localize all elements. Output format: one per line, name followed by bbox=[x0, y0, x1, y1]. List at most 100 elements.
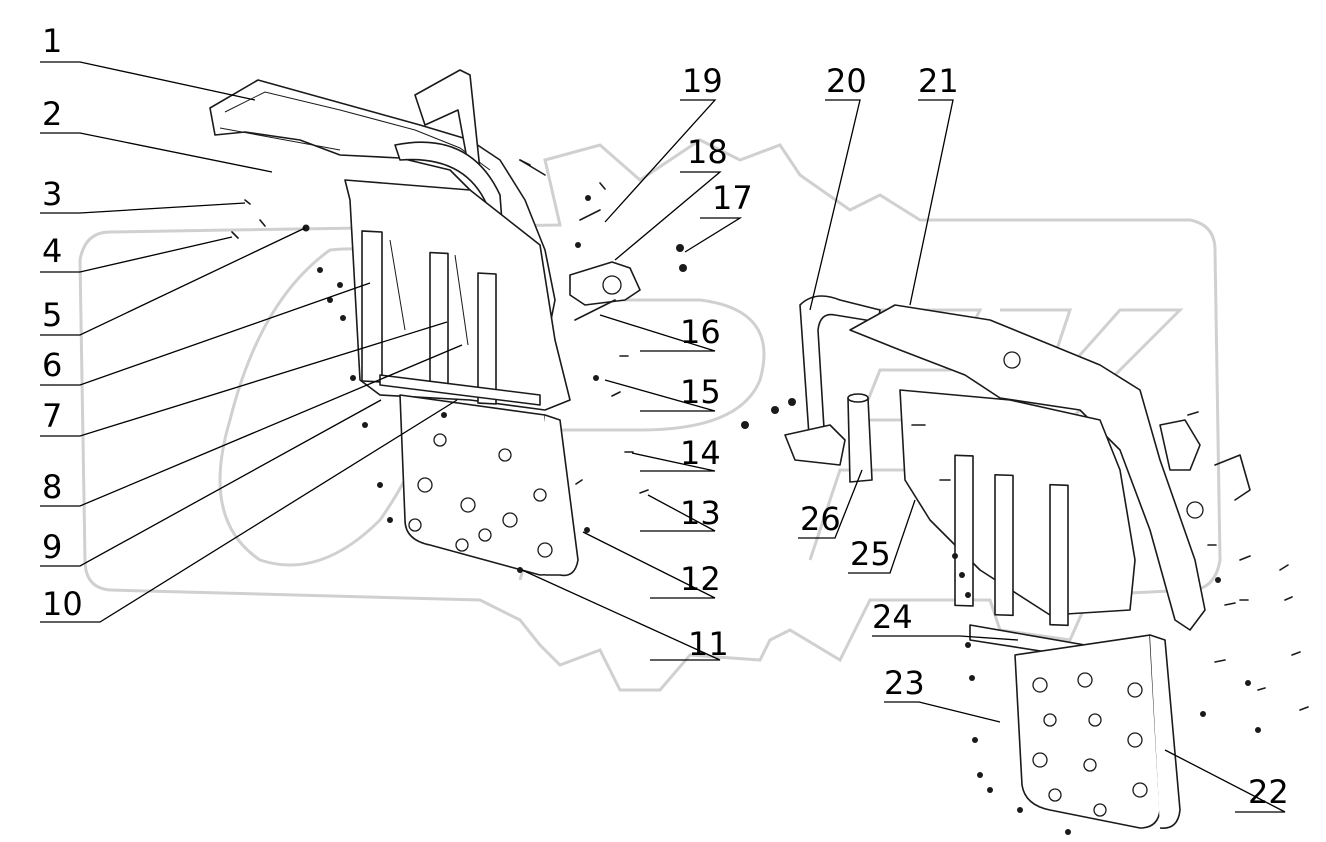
slide-rail-right-3 bbox=[1049, 483, 1069, 627]
callout-label-10: 10 bbox=[42, 585, 83, 623]
leader-line-7 bbox=[40, 321, 448, 437]
callout-4: 4 bbox=[40, 232, 233, 273]
top-rail-part-21 bbox=[849, 304, 1206, 631]
flap-plate-right-front bbox=[1014, 634, 1161, 829]
callout-19: 19 bbox=[604, 62, 723, 223]
callout-label-5: 5 bbox=[42, 296, 62, 334]
fasteners-left bbox=[231, 159, 687, 573]
leader-line-2 bbox=[40, 132, 273, 173]
frame-plate bbox=[344, 179, 571, 411]
callout-label-24: 24 bbox=[872, 598, 913, 636]
leader-line-9 bbox=[40, 399, 382, 567]
flap-holes-right bbox=[1032, 672, 1148, 817]
callout-label-17: 17 bbox=[712, 179, 753, 217]
callout-label-21: 21 bbox=[918, 62, 959, 100]
callout-label-14: 14 bbox=[680, 434, 721, 472]
leader-line-18 bbox=[614, 171, 722, 261]
callout-label-23: 23 bbox=[884, 664, 925, 702]
callout-1: 1 bbox=[40, 22, 256, 101]
callout-label-16: 16 bbox=[680, 313, 721, 351]
callout-label-6: 6 bbox=[42, 346, 62, 384]
callout-label-7: 7 bbox=[42, 397, 62, 435]
callout-label-19: 19 bbox=[682, 62, 723, 100]
callout-15: 15 bbox=[604, 373, 721, 412]
callout-label-11: 11 bbox=[688, 625, 729, 663]
leader-line-14 bbox=[631, 452, 716, 472]
leader-line-26 bbox=[798, 469, 863, 539]
fasteners-right bbox=[741, 398, 1309, 835]
leader-line-22 bbox=[1164, 749, 1286, 813]
callout-label-15: 15 bbox=[680, 373, 721, 411]
leader-line-10 bbox=[40, 399, 458, 623]
callout-12: 12 bbox=[582, 531, 721, 599]
callout-14: 14 bbox=[631, 434, 721, 472]
mount-post bbox=[847, 397, 873, 483]
callout-label-2: 2 bbox=[42, 95, 62, 133]
callout-label-18: 18 bbox=[687, 133, 728, 171]
slide-rail-right-2 bbox=[994, 473, 1014, 617]
callout-label-3: 3 bbox=[42, 175, 62, 213]
leader-line-11 bbox=[521, 569, 721, 661]
leader-line-12 bbox=[582, 531, 716, 599]
callout-label-8: 8 bbox=[42, 468, 62, 506]
flap-plate-back bbox=[544, 414, 579, 577]
leader-line-19 bbox=[604, 99, 717, 223]
slide-rail-right bbox=[477, 272, 497, 405]
callout-13: 13 bbox=[640, 494, 721, 532]
callout-8: 8 bbox=[40, 344, 463, 507]
callout-label-13: 13 bbox=[680, 494, 721, 532]
leader-line-8 bbox=[40, 344, 463, 507]
frame-plate-right bbox=[899, 389, 1136, 616]
callout-17: 17 bbox=[684, 179, 753, 253]
callout-label-25: 25 bbox=[850, 535, 891, 573]
left-assembly bbox=[209, 69, 687, 577]
callout-label-26: 26 bbox=[800, 500, 841, 538]
callout-label-4: 4 bbox=[42, 232, 62, 270]
flap-holes-left bbox=[408, 433, 553, 558]
leader-line-1 bbox=[40, 61, 256, 101]
callout-5: 5 bbox=[40, 227, 306, 336]
callout-20: 20 bbox=[809, 62, 867, 311]
leader-line-20 bbox=[809, 99, 861, 311]
right-assembly bbox=[741, 295, 1309, 835]
leader-line-24 bbox=[872, 635, 1019, 641]
leader-line-13 bbox=[640, 494, 716, 532]
callout-9: 9 bbox=[40, 399, 382, 567]
callout-26: 26 bbox=[798, 469, 863, 539]
callout-24: 24 bbox=[872, 598, 1019, 641]
lamp-bracket-right bbox=[1159, 419, 1201, 471]
callout-11: 11 bbox=[521, 569, 729, 663]
callout-18: 18 bbox=[614, 133, 728, 261]
callout-25: 25 bbox=[848, 499, 916, 574]
cross-bar bbox=[379, 374, 541, 406]
leader-line-3 bbox=[40, 202, 246, 214]
callout-label-20: 20 bbox=[826, 62, 867, 100]
leader-line-23 bbox=[884, 701, 1001, 723]
slide-rail-left bbox=[361, 230, 383, 383]
leader-line-21 bbox=[909, 99, 954, 306]
callout-2: 2 bbox=[40, 95, 273, 173]
callout-label-12: 12 bbox=[680, 560, 721, 598]
callout-22: 22 bbox=[1164, 749, 1289, 813]
flap-plate-right-back bbox=[1149, 634, 1181, 829]
mount-bracket bbox=[784, 424, 846, 466]
leader-line-17 bbox=[684, 217, 743, 253]
callout-21: 21 bbox=[909, 62, 959, 306]
leader-line-4 bbox=[40, 236, 233, 273]
callout-label-1: 1 bbox=[42, 22, 62, 60]
callout-3: 3 bbox=[40, 175, 246, 214]
slide-rail-right-1 bbox=[954, 454, 974, 607]
leader-line-6 bbox=[40, 282, 371, 386]
leader-line-25 bbox=[848, 499, 916, 574]
callout-label-9: 9 bbox=[42, 528, 62, 566]
callout-10: 10 bbox=[40, 399, 458, 623]
callout-6: 6 bbox=[40, 282, 371, 386]
leader-line-5 bbox=[40, 227, 306, 336]
callout-7: 7 bbox=[40, 321, 448, 437]
leader-line-16 bbox=[599, 314, 716, 352]
handle-tube-right bbox=[799, 295, 881, 451]
callout-16: 16 bbox=[599, 313, 721, 352]
